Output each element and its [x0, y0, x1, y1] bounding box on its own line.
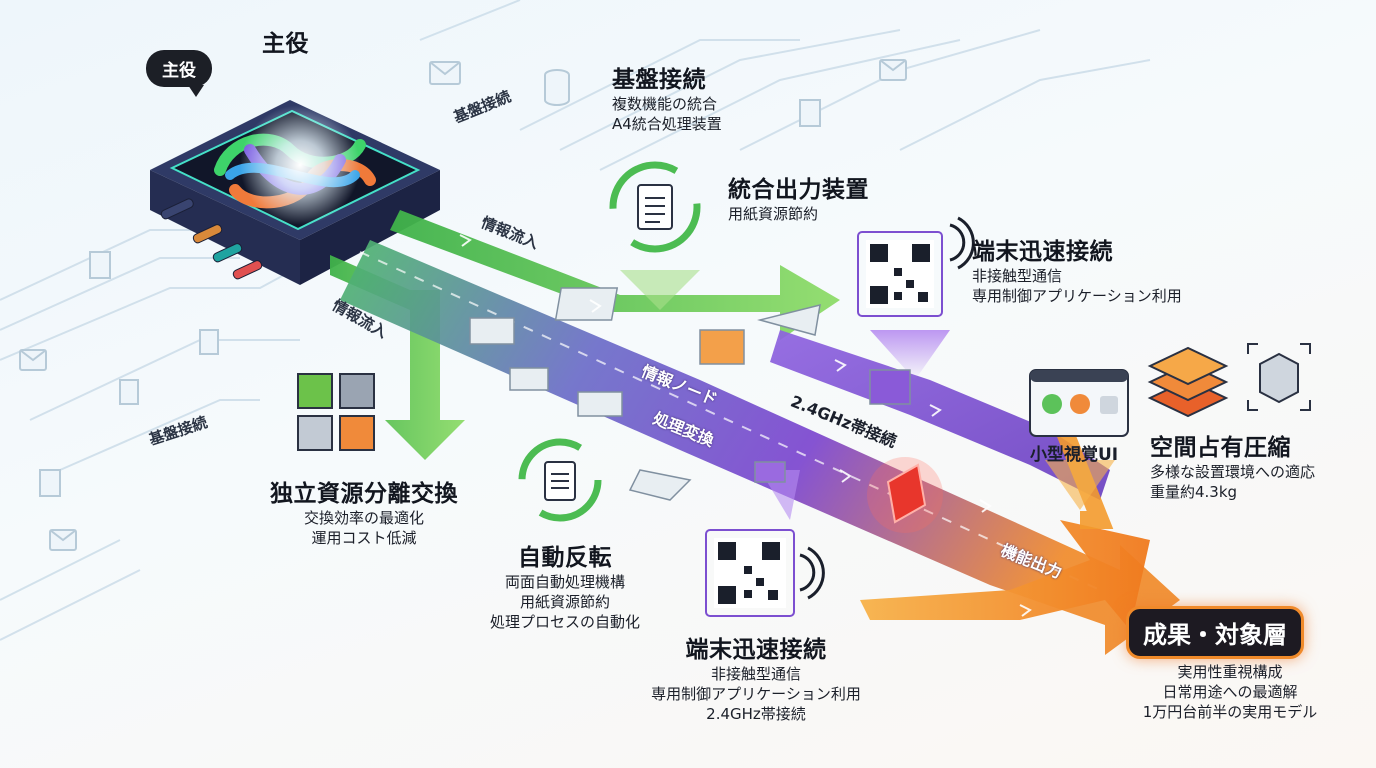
document-icon — [39, 99, 821, 497]
auto-reverse-line: 用紙資源節約 — [519, 593, 610, 611]
qr-wireless-icon — [857, 216, 975, 317]
terminal-connect-line: 非接触型通信 — [710, 665, 801, 683]
terminal-connect-line: 2.4GHz帯接続 — [706, 705, 806, 723]
light-beams — [620, 270, 1115, 520]
auto-reverse-title: 自動反転 — [518, 545, 612, 571]
integrated-output-line: 用紙資源節約 — [728, 205, 819, 223]
space-compress-line: 多様な設置環境への適応 — [1150, 463, 1316, 481]
main-flow-band — [340, 240, 1180, 655]
independent-resources-line: 運用コスト低減 — [311, 529, 417, 547]
independent-resources-line: 交換効率の最適化 — [303, 509, 424, 527]
auto-reverse-line: 両面自動処理機構 — [504, 573, 625, 591]
terminal-connect-line: 非接触型通信 — [972, 267, 1063, 285]
result-line: 実用性重視構成 — [1177, 663, 1283, 681]
terminal-connect-line: 専用制御アプリケーション利用 — [651, 685, 861, 703]
base-connection-line: 複数機能の統合 — [612, 95, 718, 113]
auto-reverse-block: 自動反転 両面自動処理機構 用紙資源節約 処理プロセスの自動化 — [460, 538, 670, 632]
independent-resources-block: 独立資源分離交換 交換効率の最適化 運用コスト低減 — [244, 474, 484, 548]
result-block: 実用性重視構成 日常用途への最適解 1万円台前半の実用モデル — [1120, 662, 1340, 722]
main-actor-title: 主役 — [262, 31, 309, 57]
green-flow-upper — [390, 210, 840, 340]
purple-flow-upper — [770, 330, 1110, 500]
mini-ui-icon — [1029, 369, 1129, 437]
flow-packets — [469, 287, 911, 501]
device-icon — [150, 100, 440, 285]
orange-flow-output — [860, 416, 1150, 630]
integrated-output-block: 統合出力装置 用紙資源節約 — [728, 170, 869, 224]
qr-wireless-icon — [705, 529, 825, 617]
base-connection-line: A4統合処理装置 — [612, 115, 722, 133]
flow-arrows — [459, 234, 1032, 617]
red-node-icon — [867, 457, 943, 533]
independent-resources-title: 独立資源分離交換 — [270, 481, 458, 507]
recycle-doc-icon — [518, 438, 602, 522]
result-line: 日常用途への最適解 — [1162, 683, 1298, 701]
space-compress-line: 重量約4.3kg — [1150, 483, 1238, 501]
layer-stack-icon — [1147, 346, 1229, 418]
recycle-doc-icon — [609, 161, 701, 253]
main-actor-bubble: 主役 — [146, 50, 212, 97]
mail-icon — [19, 59, 907, 551]
terminal-connect-top-block: 端末迅速接続 非接触型通信 専用制御アプリケーション利用 — [972, 232, 1182, 306]
base-connection-block: 基盤接続 複数機能の統合 A4統合処理装置 — [612, 60, 722, 134]
space-compress-title: 空間占有圧縮 — [1150, 435, 1291, 461]
result-line: 1万円台前半の実用モデル — [1142, 703, 1318, 721]
small-ui-title: 小型視覚UI — [1030, 445, 1119, 465]
terminal-connect-line: 専用制御アプリケーション利用 — [972, 287, 1182, 305]
terminal-connect-title: 端末迅速接続 — [685, 637, 827, 663]
base-connection-title: 基盤接続 — [612, 67, 706, 93]
terminal-connect-bottom-block: 端末迅速接続 非接触型通信 専用制御アプリケーション利用 2.4GHz帯接続 — [626, 630, 886, 724]
cube-cluster-icon — [297, 373, 375, 451]
integrated-output-title: 統合出力装置 — [728, 177, 869, 203]
auto-reverse-line: 処理プロセスの自動化 — [489, 613, 640, 631]
terminal-connect-title: 端末迅速接続 — [972, 239, 1113, 265]
background-circuits — [0, 0, 1151, 641]
space-compress-block: 空間占有圧縮 多様な設置環境への適応 重量約4.3kg — [1150, 428, 1315, 502]
database-icon — [544, 69, 570, 106]
focus-cube-icon — [1247, 343, 1311, 411]
result-title: 成果・対象層 — [1126, 606, 1304, 659]
